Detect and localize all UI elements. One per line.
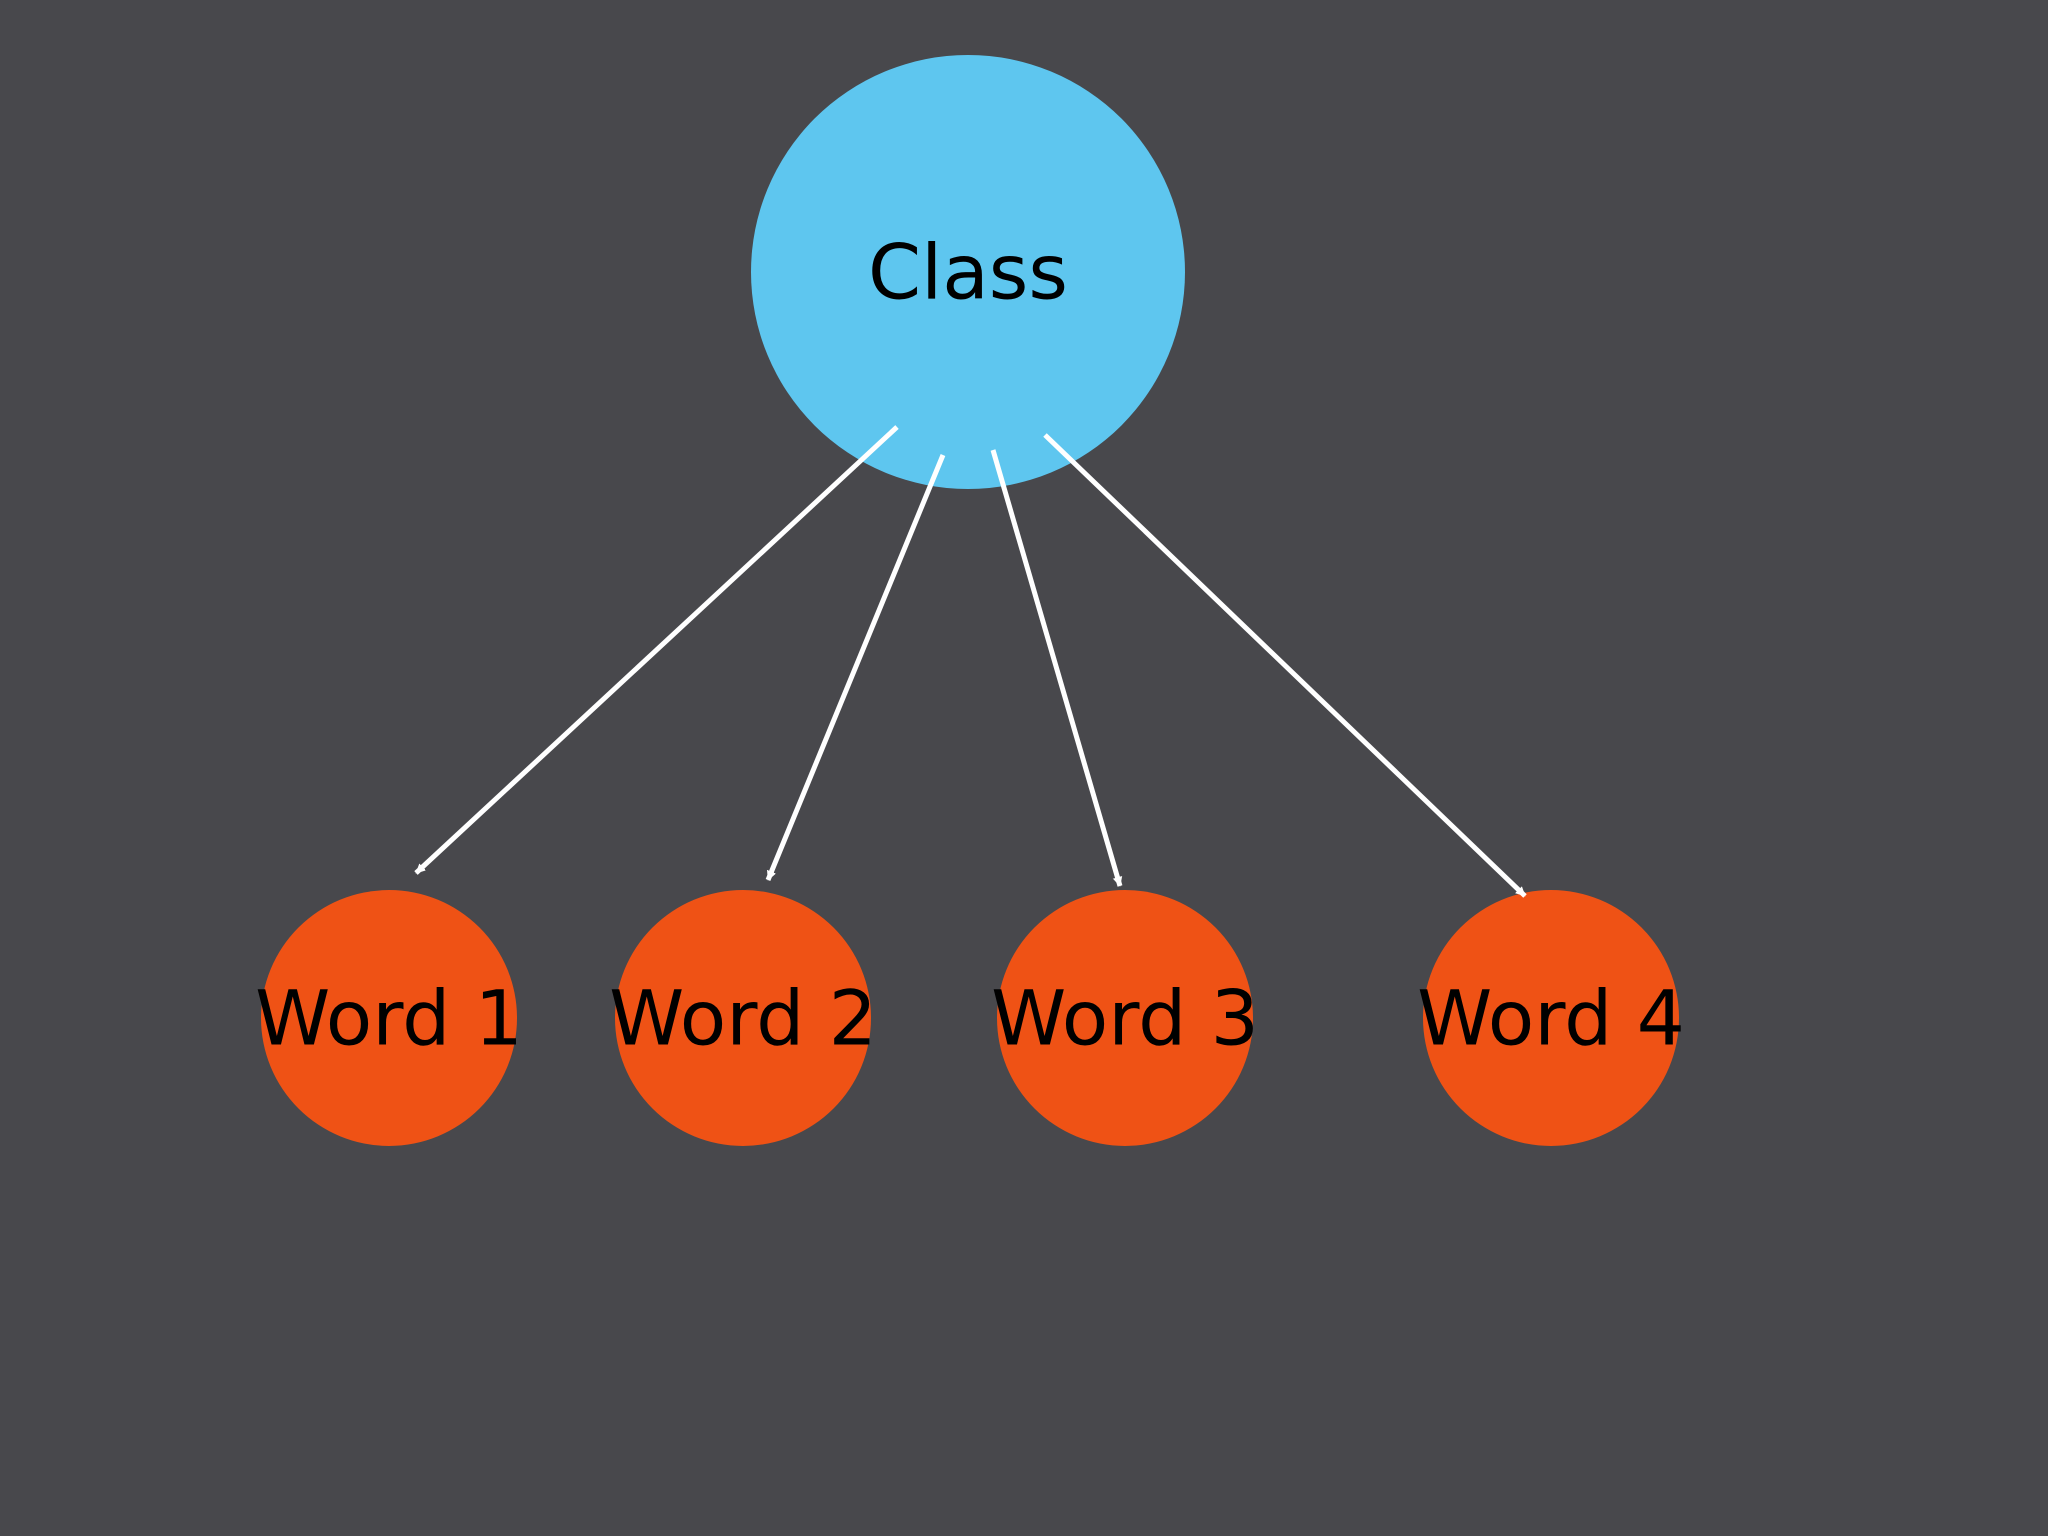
word-node-label: Word 3	[991, 974, 1259, 1063]
word-node-label: Word 1	[255, 974, 523, 1063]
word-node-circle	[997, 890, 1253, 1146]
arrow-class-to-word-1	[414, 425, 899, 875]
arrow-class-to-word-4	[1043, 433, 1527, 898]
word-node: Word 3	[991, 890, 1259, 1146]
word-node-circle	[261, 890, 517, 1146]
arrow-class-to-word-2	[765, 454, 946, 881]
class-node-label: Class	[868, 228, 1068, 317]
word-node-label: Word 2	[609, 974, 877, 1063]
word-node-label: Word 4	[1417, 974, 1685, 1063]
word-node-circle	[1423, 890, 1679, 1146]
word-node: Word 4	[1417, 890, 1685, 1146]
word-node: Word 2	[609, 890, 877, 1146]
word-node: Word 1	[255, 890, 523, 1146]
arrow-class-to-word-3	[990, 449, 1120, 887]
word-node-circle	[615, 890, 871, 1146]
class-node: Class	[751, 55, 1185, 489]
class-node-circle	[751, 55, 1185, 489]
